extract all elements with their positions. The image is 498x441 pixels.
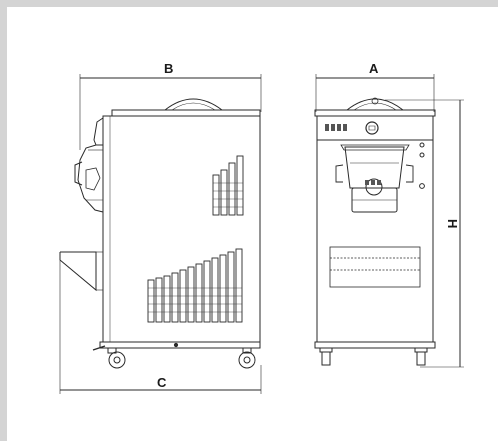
dimension-a: A (315, 61, 435, 112)
side-drip-shelf (59, 251, 97, 292)
front-view-machine (314, 97, 436, 366)
dimension-b: B (79, 61, 262, 150)
side-front-wheel (92, 345, 126, 369)
side-dispenser-head (93, 117, 104, 146)
dimension-b-label: B (164, 61, 173, 76)
indicator-light-icon (419, 152, 425, 158)
control-knob-icon (365, 121, 379, 135)
front-lower-panel (329, 246, 421, 288)
dimension-c-label: C (157, 375, 167, 390)
front-base (314, 341, 436, 349)
indicator-light-icon (419, 142, 425, 148)
side-view-machine (59, 98, 261, 369)
front-top-cap (314, 109, 436, 117)
dimension-a-label: A (369, 61, 379, 76)
dimension-c: C (59, 260, 262, 394)
indicator-light-icon (419, 183, 425, 189)
front-body (316, 139, 434, 343)
diagram-canvas (7, 7, 498, 441)
side-base (99, 341, 261, 349)
front-hopper (344, 146, 405, 189)
side-lid-dome (164, 98, 223, 111)
side-top-cap (111, 109, 261, 117)
side-lower-vents (147, 248, 243, 323)
dimension-h-label: H (445, 219, 460, 228)
side-upper-vents (212, 155, 244, 216)
side-rear-wheel (238, 347, 256, 369)
control-panel-display (325, 124, 347, 131)
front-lid-dome (346, 98, 404, 111)
front-left-caster (319, 347, 333, 366)
dimension-h: H (385, 99, 464, 368)
front-right-caster (414, 347, 428, 366)
